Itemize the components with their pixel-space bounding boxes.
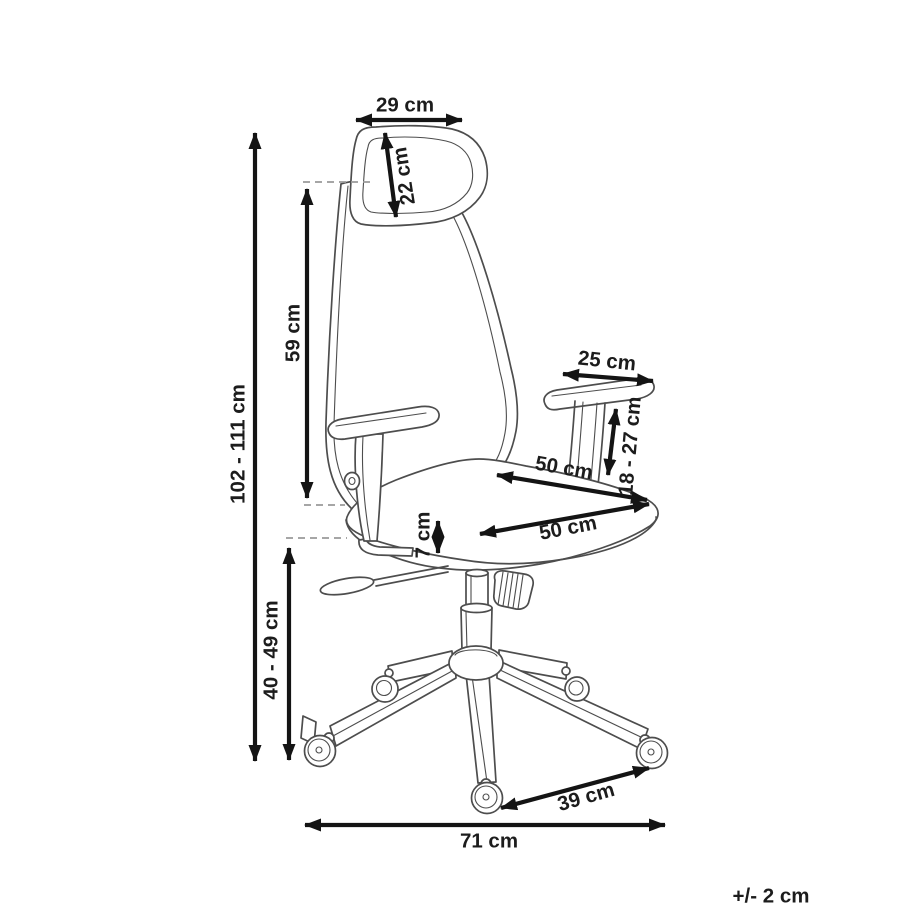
label-seat-height: 40 - 49 cm <box>260 600 283 699</box>
label-headrest-width: 29 cm <box>376 94 434 117</box>
chair-drawing <box>300 124 669 815</box>
arrow-seat-width <box>479 500 650 538</box>
dashed-guides <box>286 181 374 539</box>
chair-tension-knob <box>492 570 535 611</box>
chair-gas-lift <box>460 568 493 652</box>
chair-backrest <box>325 180 519 510</box>
label-base-width: 71 cm <box>460 830 518 853</box>
arrow-armrest-height <box>603 408 621 476</box>
arrow-seat-depth <box>496 471 648 504</box>
arrow-armrest-width <box>562 368 654 387</box>
chair-armrest-left <box>327 405 440 557</box>
dimension-arrows <box>248 113 666 832</box>
chair-casters <box>303 666 669 815</box>
arrow-headrest-height <box>380 132 401 218</box>
label-backrest-height: 59 cm <box>282 304 305 362</box>
label-seat-thickness: 7 cm <box>412 512 435 559</box>
label-total-height: 102 - 111 cm <box>227 384 250 504</box>
arrow-base-leg-span <box>500 765 650 811</box>
chair-base <box>300 645 649 784</box>
chair-headrest <box>349 124 489 227</box>
dimension-labels: 29 cm 22 cm 59 cm 102 - 111 cm 25 cm 18 … <box>227 94 810 908</box>
chair-tilt-lever <box>319 565 449 596</box>
label-tolerance: +/- 2 cm <box>733 885 810 908</box>
label-armrest-width: 25 cm <box>577 347 637 376</box>
label-armrest-height: 18 - 27 cm <box>614 396 646 497</box>
